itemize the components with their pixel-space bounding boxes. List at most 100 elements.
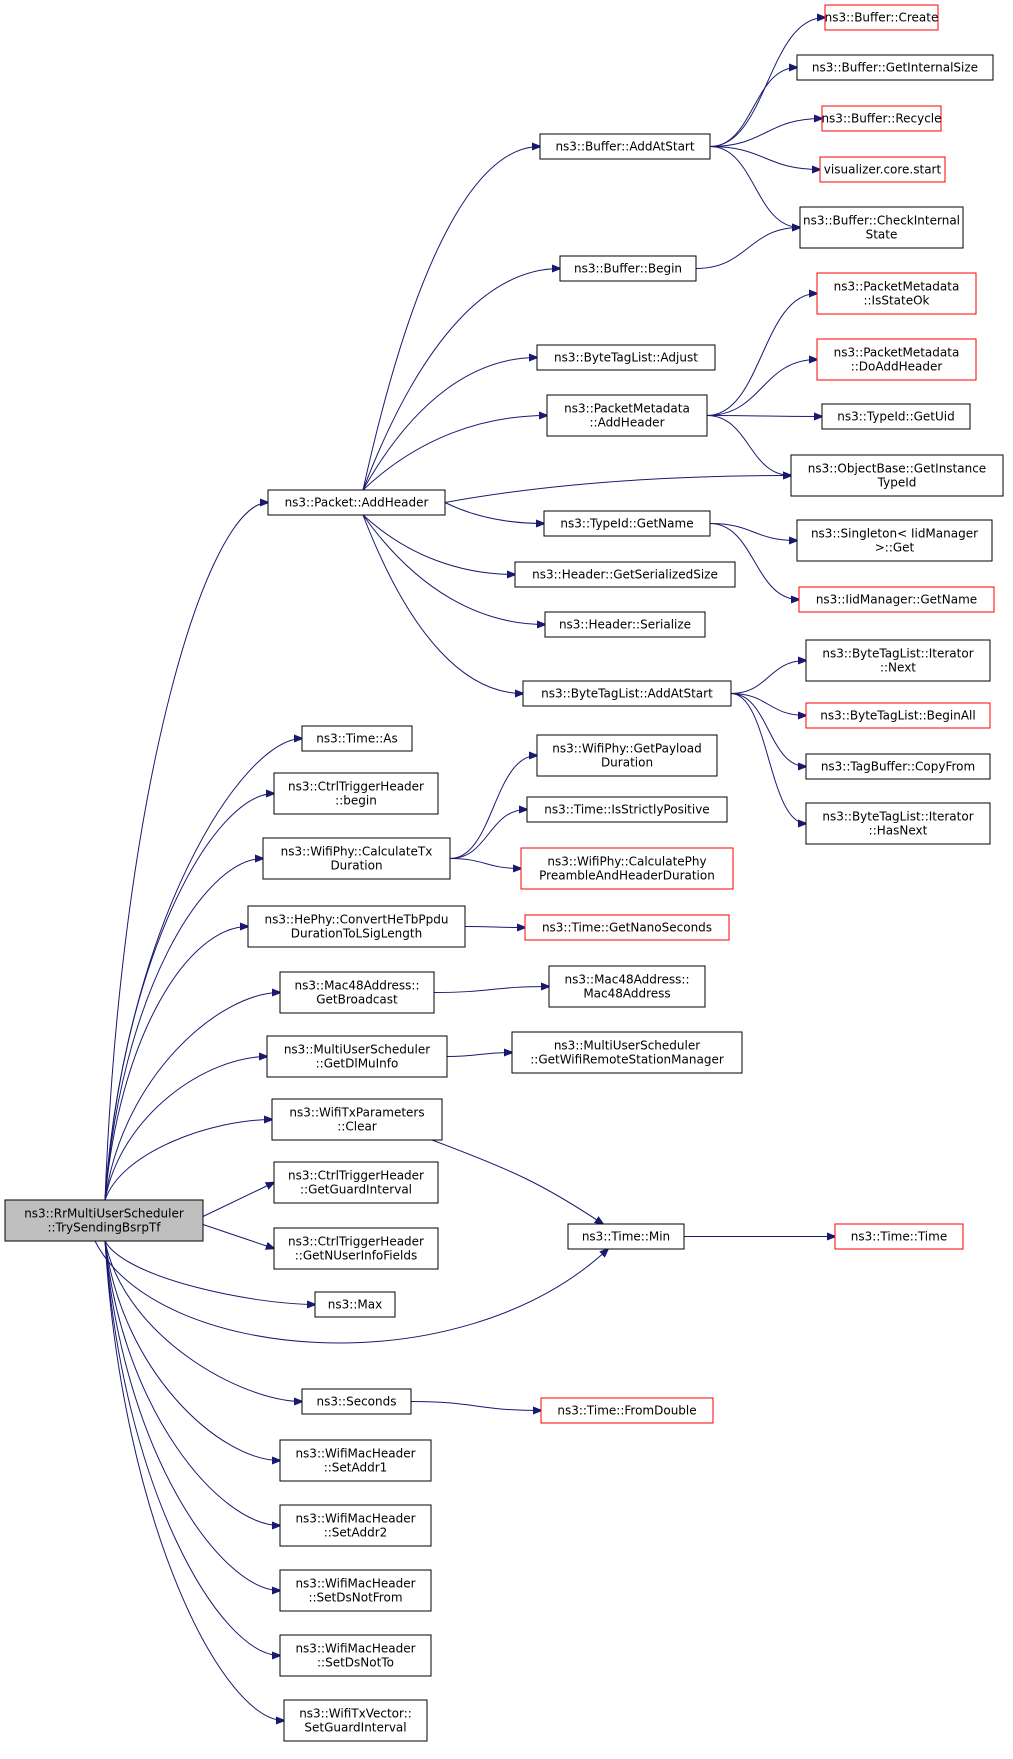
node-root[interactable]: ns3::RrMultiUserScheduler::TrySendingBsr… [4, 1199, 204, 1242]
node-buffer-getinternalsize[interactable]: ns3::Buffer::GetInternalSize [796, 54, 994, 81]
node-label-wifitxvector-setguard-1: SetGuardInterval [304, 1721, 406, 1735]
node-max[interactable]: ns3::Max [314, 1291, 396, 1318]
edge-packetmeta-addheader-to-packetmeta-isstateok [706, 294, 817, 416]
node-buffer-addatstart[interactable]: ns3::Buffer::AddAtStart [539, 133, 711, 160]
node-header-serialize[interactable]: ns3::Header::Serialize [544, 611, 706, 638]
nodes-layer: ns3::RrMultiUserScheduler::TrySendingBsr… [4, 4, 1004, 1742]
node-tagbuffer-copyfrom[interactable]: ns3::TagBuffer::CopyFrom [805, 753, 991, 780]
node-label-wifimac-setdsnotto-0: ns3::WifiMacHeader [295, 1642, 415, 1656]
edge-buffer-begin-to-buffer-checkinternal [695, 228, 800, 269]
node-box-hephy-convert [247, 905, 466, 948]
node-wifitxparams-clear[interactable]: ns3::WifiTxParameters::Clear [271, 1098, 443, 1141]
node-bytetaglist-iter-next[interactable]: ns3::ByteTagList::Iterator::Next [805, 639, 991, 682]
edge-buffer-addatstart-to-buffer-create [709, 18, 825, 147]
node-wifimac-setdsnotfrom[interactable]: ns3::WifiMacHeader::SetDsNotFrom [279, 1569, 432, 1612]
edge-root-to-wifitxvector-setguard [104, 1240, 284, 1721]
edge-mus-getdlmuinfo-to-mus-getwifiremote [446, 1053, 512, 1057]
node-box-buffer-checkinternal [799, 206, 964, 249]
node-packetmeta-isstateok[interactable]: ns3::PacketMetadata::IsStateOk [816, 272, 977, 315]
node-wifiphy-calcphypreamble[interactable]: ns3::WifiPhy::CalculatePhyPreambleAndHea… [520, 847, 734, 890]
node-time-time[interactable]: ns3::Time::Time [834, 1223, 964, 1250]
node-bytetaglist-iter-hasnext[interactable]: ns3::ByteTagList::Iterator::HasNext [805, 802, 991, 845]
node-mus-getwifiremote[interactable]: ns3::MultiUserScheduler::GetWifiRemoteSt… [511, 1031, 743, 1074]
edge-root-to-ctrltrigger-getguard [202, 1183, 274, 1217]
node-bytetaglist-adjust[interactable]: ns3::ByteTagList::Adjust [536, 344, 716, 371]
edge-root-to-mac48-getbroadcast [104, 993, 280, 1201]
node-packetmeta-addheader[interactable]: ns3::PacketMetadata::AddHeader [546, 394, 708, 437]
node-bytetaglist-addatstart[interactable]: ns3::ByteTagList::AddAtStart [522, 680, 732, 707]
node-label-wifiphy-getpayload-1: Duration [601, 756, 653, 770]
edge-packetmeta-addheader-to-typeid-getuid [706, 416, 822, 417]
node-ctrltrigger-begin[interactable]: ns3::CtrlTriggerHeader::begin [273, 772, 439, 815]
node-label-packetmeta-doaddheader-0: ns3::PacketMetadata [834, 346, 960, 360]
edges-layer [94, 18, 835, 1721]
node-mus-getdlmuinfo[interactable]: ns3::MultiUserScheduler::GetDlMuInfo [266, 1035, 448, 1078]
node-label-ctrltrigger-getnuser-0: ns3::CtrlTriggerHeader [288, 1235, 424, 1249]
node-label-root-0: ns3::RrMultiUserScheduler [24, 1207, 184, 1221]
edge-wifiphy-calctx-to-wifiphy-calcphypreamble [449, 858, 521, 869]
node-header-getserializedsize[interactable]: ns3::Header::GetSerializedSize [514, 561, 736, 588]
node-typeid-getname[interactable]: ns3::TypeId::GetName [543, 510, 711, 537]
node-seconds[interactable]: ns3::Seconds [301, 1388, 412, 1415]
node-label-ctrltrigger-getnuser-1: ::GetNUserInfoFields [295, 1249, 417, 1263]
node-label-singleton-get-0: ns3::Singleton< IidManager [811, 527, 978, 541]
edge-root-to-ctrltrigger-begin [104, 794, 274, 1201]
edge-wifiphy-calctx-to-time-isstrictlypositive [449, 810, 527, 859]
node-time-isstrictlypositive[interactable]: ns3::Time::IsStrictlyPositive [526, 796, 728, 823]
edge-packet-addheader-to-typeid-getname [444, 502, 544, 524]
node-label-mus-getwifiremote-0: ns3::MultiUserScheduler [554, 1039, 700, 1053]
node-time-fromdouble[interactable]: ns3::Time::FromDouble [540, 1397, 714, 1424]
node-hephy-convert[interactable]: ns3::HePhy::ConvertHeTbPpduDurationToLSi… [247, 905, 466, 948]
node-wifitxvector-setguard[interactable]: ns3::WifiTxVector::SetGuardInterval [283, 1699, 428, 1742]
node-wifimac-setaddr1[interactable]: ns3::WifiMacHeader::SetAddr1 [279, 1439, 432, 1482]
node-box-bytetaglist-adjust [536, 344, 716, 371]
node-label-wifimac-setdsnotto-1: ::SetDsNotTo [317, 1656, 394, 1670]
node-time-min[interactable]: ns3::Time::Min [567, 1223, 685, 1250]
node-label-buffer-checkinternal-0: ns3::Buffer::CheckInternal [803, 214, 960, 228]
node-box-wifimac-setdsnotfrom [279, 1569, 432, 1612]
node-bytetaglist-beginall[interactable]: ns3::ByteTagList::BeginAll [805, 702, 991, 729]
node-iidmanager-getname[interactable]: ns3::IidManager::GetName [798, 586, 995, 613]
edge-root-to-wifimac-setaddr2 [104, 1240, 280, 1526]
node-singleton-get[interactable]: ns3::Singleton< IidManager>::Get [796, 519, 993, 562]
node-visualizer-start[interactable]: visualizer.core.start [819, 156, 946, 183]
node-packetmeta-doaddheader[interactable]: ns3::PacketMetadata::DoAddHeader [816, 338, 977, 381]
node-label-packetmeta-addheader-0: ns3::PacketMetadata [564, 402, 690, 416]
node-box-bytetaglist-iter-next [805, 639, 991, 682]
node-time-as[interactable]: ns3::Time::As [301, 725, 413, 752]
edge-packet-addheader-to-header-getserializedsize [362, 514, 515, 575]
node-label-wifitxvector-setguard-0: ns3::WifiTxVector:: [299, 1707, 412, 1721]
node-time-getnanoseconds[interactable]: ns3::Time::GetNanoSeconds [524, 914, 730, 941]
node-wifimac-setaddr2[interactable]: ns3::WifiMacHeader::SetAddr2 [279, 1504, 432, 1547]
node-label-mus-getwifiremote-1: ::GetWifiRemoteStationManager [530, 1053, 724, 1067]
node-label-packetmeta-addheader-1: ::AddHeader [589, 416, 664, 430]
node-box-objectbase-getinstance [790, 454, 1004, 497]
node-box-packetmeta-isstateok [816, 272, 977, 315]
edge-wifitxparams-clear-to-time-min [431, 1139, 603, 1224]
node-buffer-begin[interactable]: ns3::Buffer::Begin [559, 255, 697, 282]
node-wifimac-setdsnotto[interactable]: ns3::WifiMacHeader::SetDsNotTo [279, 1634, 432, 1677]
node-label-wifitxparams-clear-0: ns3::WifiTxParameters [289, 1106, 424, 1120]
node-label-singleton-get-1: >::Get [875, 541, 915, 555]
node-box-time-getnanoseconds [524, 914, 730, 941]
node-box-buffer-recycle [821, 105, 942, 132]
node-box-packetmeta-addheader [546, 394, 708, 437]
edge-packet-addheader-to-bytetaglist-addatstart [362, 514, 523, 694]
node-buffer-create[interactable]: ns3::Buffer::Create [824, 4, 939, 31]
node-label-hephy-convert-0: ns3::HePhy::ConvertHeTbPpdu [264, 913, 448, 927]
edge-root-to-wifimac-setdsnotto [104, 1240, 280, 1656]
node-ctrltrigger-getnuser[interactable]: ns3::CtrlTriggerHeader::GetNUserInfoFiel… [273, 1227, 439, 1270]
node-buffer-recycle[interactable]: ns3::Buffer::Recycle [821, 105, 942, 132]
node-mac48-getbroadcast[interactable]: ns3::Mac48Address::GetBroadcast [279, 971, 435, 1014]
node-label-buffer-checkinternal-1: State [866, 228, 898, 242]
node-packet-addheader[interactable]: ns3::Packet::AddHeader [267, 489, 446, 516]
node-label-wifitxparams-clear-1: ::Clear [337, 1120, 377, 1134]
node-mac48-ctor[interactable]: ns3::Mac48Address::Mac48Address [548, 965, 706, 1008]
node-typeid-getuid[interactable]: ns3::TypeId::GetUid [821, 403, 971, 430]
node-ctrltrigger-getguard[interactable]: ns3::CtrlTriggerHeader::GetGuardInterval [273, 1161, 439, 1204]
node-box-time-time [834, 1223, 964, 1250]
